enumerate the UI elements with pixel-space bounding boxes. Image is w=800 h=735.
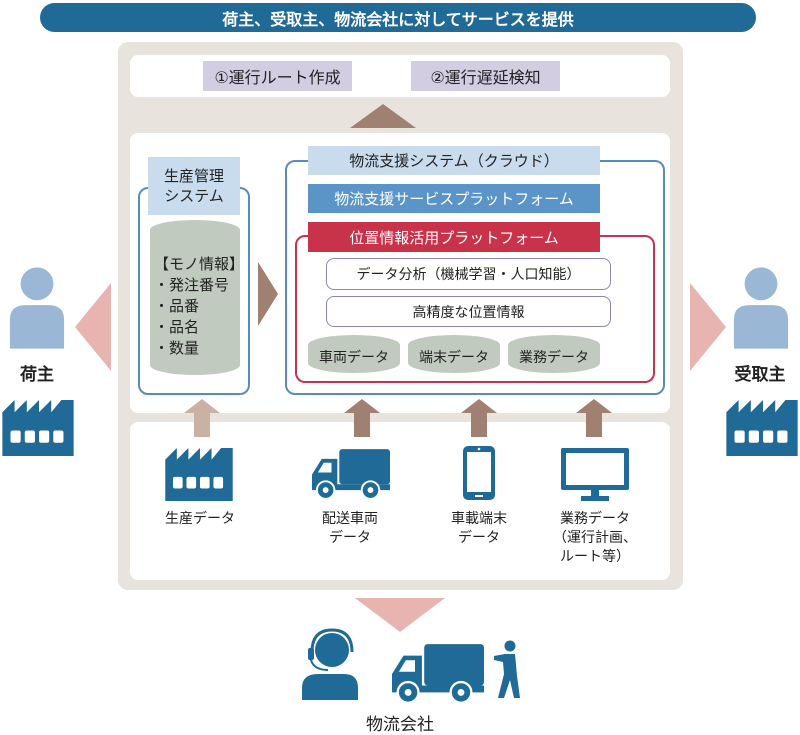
production-system-label: 生産管理システム — [148, 157, 240, 215]
label-line: データ — [329, 530, 371, 546]
arrow-up-icon — [350, 104, 416, 128]
arrow-up-icon — [184, 399, 220, 437]
db-item: ・数量 — [154, 339, 200, 357]
source-vehicle-data: 配送車両データ — [300, 510, 400, 548]
arrow-right-icon — [690, 283, 726, 371]
walking-person-icon — [494, 640, 520, 698]
label-line: 業務データ — [560, 511, 630, 527]
truck-icon — [312, 448, 390, 501]
smartphone-icon — [463, 446, 495, 500]
source-business-data: 業務データ （運行計画、ルート等） — [545, 510, 645, 567]
db-item: ・品番 — [154, 297, 200, 315]
arrow-up-icon — [344, 399, 380, 437]
goods-info-db: 【モノ情報】 ・発注番号 ・品番 ・品名 ・数量 — [150, 220, 245, 375]
logistics-company-label: 物流会社 — [366, 715, 434, 735]
terminal-data-store: 端末データ — [408, 335, 500, 373]
monitor-icon — [561, 448, 629, 501]
arrow-right-icon — [258, 262, 278, 326]
arrow-up-icon — [576, 399, 612, 437]
receiver-person-icon — [732, 265, 790, 350]
shipper-label: 荷主 — [20, 365, 54, 385]
output-delay-detection: ②運行遅延検知 — [411, 61, 560, 91]
db-item: ・品名 — [154, 318, 200, 336]
source-production-data: 生産データ — [150, 510, 250, 529]
location-platform: 位置情報活用プラットフォーム — [308, 222, 600, 252]
vehicle-data-store: 車両データ — [308, 335, 400, 373]
service-platform: 物流支援サービスプラットフォーム — [308, 184, 600, 213]
business-data-store: 業務データ — [508, 335, 600, 373]
label-line: システム — [164, 187, 224, 205]
output-route-creation: ①運行ルート作成 — [203, 61, 352, 91]
arrow-up-icon — [461, 399, 497, 437]
delivery-truck-icon — [392, 643, 484, 705]
label-line: データ — [458, 530, 500, 546]
shipper-factory-icon — [0, 400, 76, 456]
receiver-factory-icon — [724, 400, 800, 456]
arrow-left-icon — [75, 283, 111, 371]
label-line: 配送車両 — [322, 511, 378, 527]
data-analysis: データ分析（機械学習・人口知能） — [326, 258, 611, 290]
label-line: 生産管理 — [163, 167, 224, 185]
label-line: ルート等） — [560, 549, 630, 565]
db-title: 【モノ情報】 — [154, 255, 245, 273]
operator-headset-icon — [302, 628, 358, 700]
source-terminal-data: 車載端末データ — [429, 510, 529, 548]
shipper-person-icon — [8, 265, 66, 350]
service-banner: 荷主、受取主、物流会社に対してサービスを提供 — [40, 3, 756, 32]
factory-icon — [165, 448, 233, 501]
arrow-down-icon — [355, 598, 445, 632]
label-line: 車載端末 — [451, 511, 507, 527]
label-line: （運行計画、 — [553, 530, 637, 546]
precise-location: 高精度な位置情報 — [326, 296, 611, 327]
cloud-title: 物流支援システム（クラウド） — [308, 146, 600, 175]
receiver-label: 受取主 — [734, 365, 786, 385]
db-item: ・発注番号 — [154, 276, 230, 294]
label-line: 生産データ — [165, 511, 235, 527]
